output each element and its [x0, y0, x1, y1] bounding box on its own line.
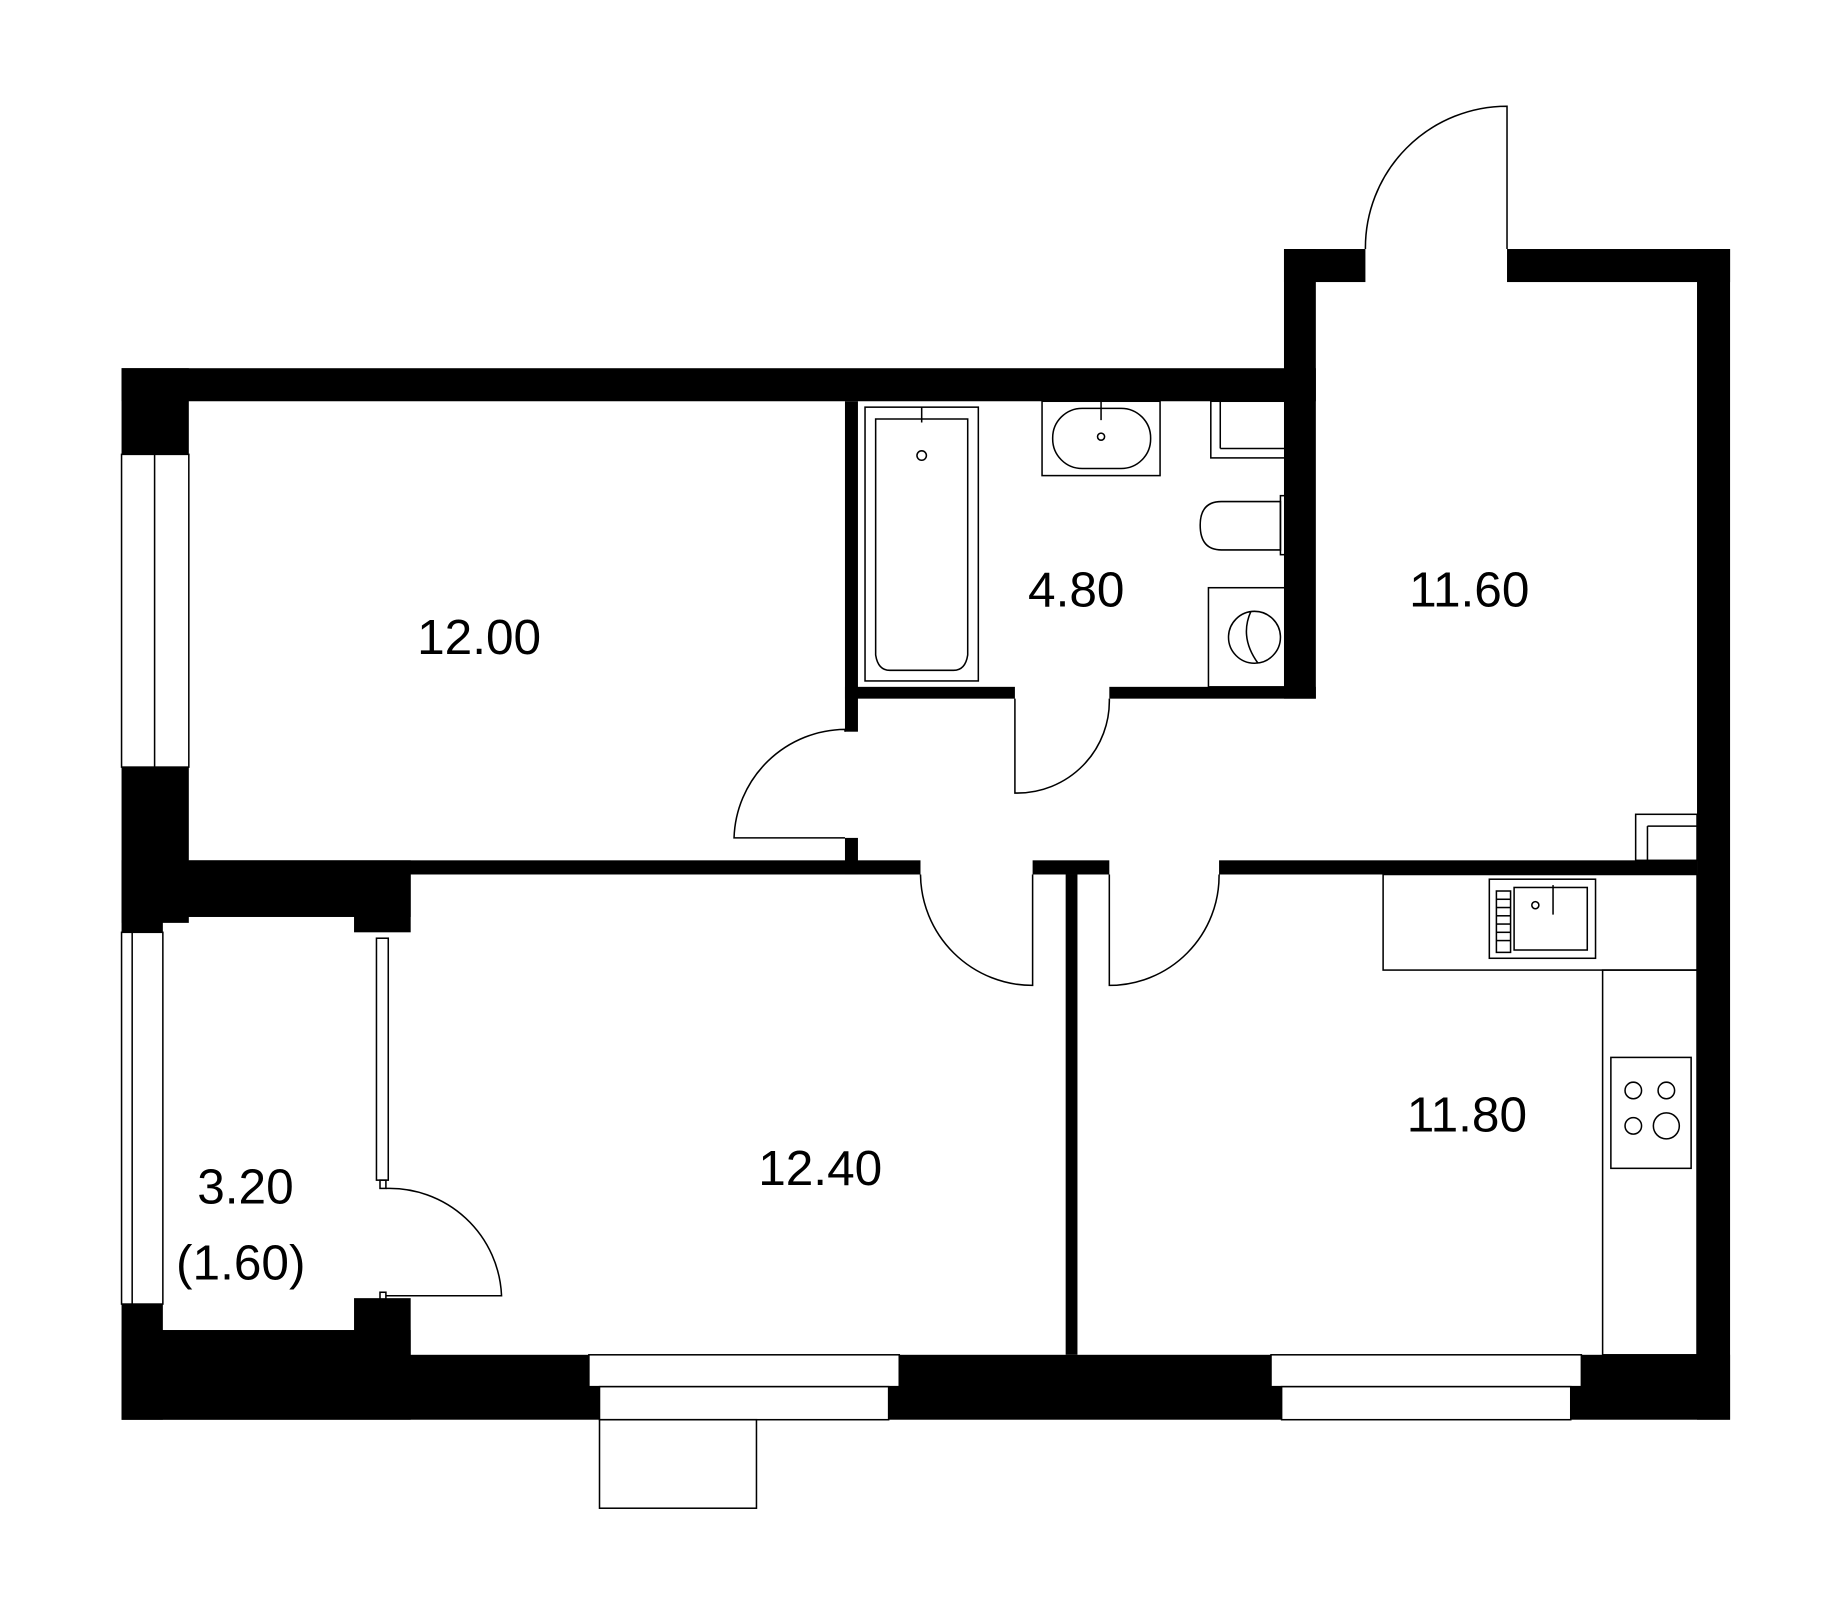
bay-extension — [598, 1418, 758, 1509]
shelf — [1210, 400, 1304, 459]
entrance-door — [1364, 105, 1508, 250]
kitchen-counter — [1382, 873, 1698, 1356]
doors — [385, 105, 1508, 1297]
toilet — [1199, 494, 1304, 556]
window-kitchen — [1270, 1354, 1583, 1388]
stove — [1610, 1056, 1692, 1170]
room-area-kitchen: 11.80 — [1407, 1087, 1527, 1143]
bathtub — [864, 406, 980, 682]
room-labels: 12.00 4.80 11.60 12.40 11.80 3.20 (1.60) — [176, 562, 1529, 1291]
balcony-door-glazing — [375, 937, 390, 1181]
door-bedroom-2 — [919, 874, 1034, 987]
fixtures — [864, 400, 1698, 1356]
door-bedroom-1 — [733, 728, 846, 839]
walls — [121, 249, 1731, 1420]
room-area-hallway: 11.60 — [1409, 562, 1529, 618]
washing-machine — [1207, 586, 1304, 688]
washbasin — [1041, 400, 1161, 477]
room-area-bedroom-2: 12.40 — [758, 1140, 882, 1196]
windows — [120, 453, 1583, 1509]
window-balcony — [120, 931, 164, 1305]
room-area-bathroom: 4.80 — [1028, 562, 1124, 618]
door-balcony — [385, 1187, 503, 1297]
window-bedroom-2 — [588, 1354, 901, 1388]
room-area-bedroom-1: 12.00 — [417, 609, 541, 665]
hall-cabinet — [1634, 813, 1698, 862]
kitchen-sink — [1488, 878, 1597, 960]
door-bathroom — [1014, 698, 1111, 794]
room-reduced-area-balcony: (1.60) — [176, 1234, 305, 1290]
room-area-balcony: 3.20 — [197, 1159, 293, 1215]
door-kitchen — [1108, 874, 1220, 987]
